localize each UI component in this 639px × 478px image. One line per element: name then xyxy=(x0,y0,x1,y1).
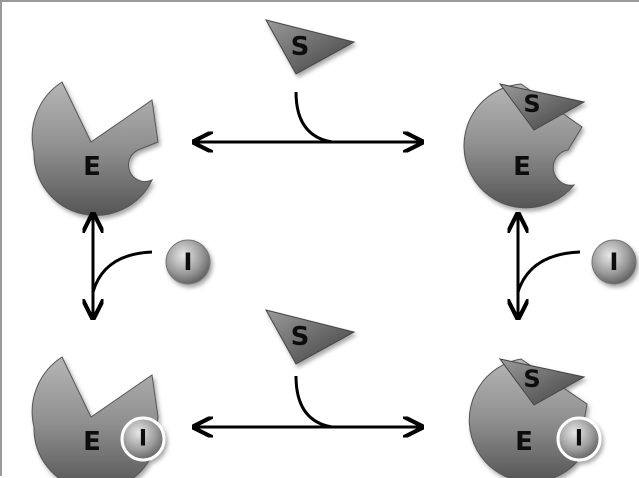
arrow-es-to-esi xyxy=(516,214,581,318)
free-substrate-bottom: S xyxy=(265,309,356,365)
free-inhibitor-left: I xyxy=(165,239,211,285)
substrate-label: S xyxy=(523,365,540,393)
binding-curve xyxy=(294,375,333,429)
enzyme-label: E xyxy=(83,427,101,457)
inhibitor-circle xyxy=(591,239,637,285)
enzyme-shape xyxy=(31,81,159,216)
inhibitor-label: I xyxy=(610,248,619,276)
inhibitor-label: I xyxy=(184,248,193,276)
substrate-shape xyxy=(265,309,356,365)
free-substrate-top: S xyxy=(265,19,356,75)
inhibitor-circle xyxy=(165,239,211,285)
enzyme-label: E xyxy=(513,152,531,182)
inhibitor-label: I xyxy=(575,427,583,452)
free-inhibitor-right: I xyxy=(591,239,637,285)
substrate-label: S xyxy=(523,90,540,118)
node-enzyme-inhibitor: E I xyxy=(31,356,166,478)
arrow-ei-to-esi xyxy=(194,375,422,429)
substrate-shape xyxy=(265,19,356,75)
inhibitor-circle xyxy=(556,416,602,462)
substrate-shape xyxy=(498,358,586,406)
node-enzyme-free: E xyxy=(31,81,159,216)
substrate-shape xyxy=(498,83,586,131)
inhibitor-label: I xyxy=(139,427,147,452)
enzyme-label: E xyxy=(83,152,101,182)
binding-curve xyxy=(516,250,581,293)
enzyme-label: E xyxy=(515,427,533,457)
arrow-e-to-es xyxy=(194,91,422,144)
inhibitor-circle xyxy=(120,416,166,462)
substrate-label: S xyxy=(291,322,310,352)
arrow-e-to-ei xyxy=(91,214,153,318)
substrate-label: S xyxy=(291,32,310,62)
binding-curve xyxy=(91,250,153,293)
node-enzyme-substrate: S E xyxy=(463,83,586,209)
node-enzyme-substrate-inhibitor: S E I xyxy=(468,358,602,478)
binding-curve xyxy=(294,91,333,144)
